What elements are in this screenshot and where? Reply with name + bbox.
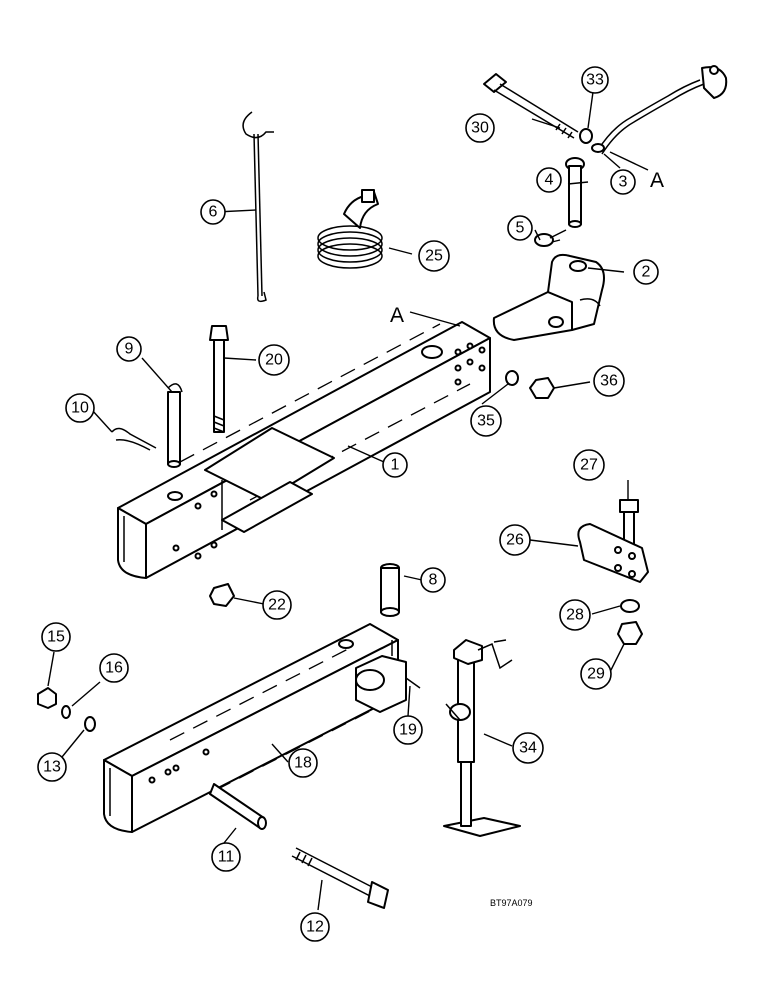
- svg-text:26: 26: [506, 532, 524, 549]
- svg-text:35: 35: [477, 413, 495, 430]
- drawbar-tube: [117, 321, 491, 579]
- hitch-clevis: [492, 253, 605, 341]
- callout: 20: [258, 344, 290, 376]
- pin-9: [167, 383, 183, 468]
- svg-text:33: 33: [586, 72, 604, 89]
- tongue-tube-18: [103, 623, 407, 833]
- callout: 15: [41, 622, 71, 652]
- callout: 18: [288, 748, 318, 778]
- callout: 35: [470, 405, 502, 437]
- callout: 16: [99, 653, 129, 683]
- long-bolt-20: [209, 325, 229, 433]
- safety-chain: [591, 65, 728, 155]
- callout: 3: [610, 169, 636, 195]
- callout: 29: [580, 658, 612, 690]
- svg-text:4: 4: [545, 172, 554, 189]
- svg-text:19: 19: [399, 722, 417, 739]
- svg-text:10: 10: [71, 400, 89, 417]
- callout: 10: [65, 393, 95, 423]
- callout: 25: [418, 240, 450, 272]
- svg-text:12: 12: [306, 919, 324, 936]
- leader-lines: [47, 91, 649, 911]
- jack-stand-30: [443, 639, 521, 837]
- bolt-27: [619, 499, 639, 553]
- callout: 6: [200, 199, 226, 225]
- callout: 11: [211, 842, 241, 872]
- callout: 4: [536, 167, 562, 193]
- svg-text:27: 27: [580, 457, 598, 474]
- svg-text:9: 9: [125, 341, 134, 358]
- hair-pin-10: [111, 427, 157, 451]
- long-pin-6: [242, 111, 274, 303]
- svg-text:11: 11: [218, 849, 235, 866]
- callout: 22: [262, 590, 292, 620]
- reference-letter-chain: A: [650, 169, 664, 192]
- svg-text:20: 20: [265, 352, 283, 369]
- hitch-pin-4: [565, 157, 585, 228]
- nut-15: [37, 687, 57, 709]
- callout: 8: [420, 567, 446, 593]
- pin-19: [405, 677, 421, 689]
- svg-text:16: 16: [105, 660, 123, 677]
- callout: 34: [512, 732, 544, 764]
- callout: 9: [116, 336, 142, 362]
- callout: 13: [37, 752, 67, 782]
- callout: 19: [393, 715, 423, 745]
- svg-text:8: 8: [429, 572, 438, 589]
- svg-text:5: 5: [516, 220, 525, 237]
- bolt-33: [483, 73, 579, 139]
- drawing-code: BT97A079: [490, 898, 533, 908]
- svg-text:29: 29: [587, 666, 605, 683]
- nut-36: [529, 377, 555, 399]
- svg-text:36: 36: [600, 373, 618, 390]
- svg-text:15: 15: [47, 629, 65, 646]
- sleeve-11: [209, 783, 267, 830]
- nut-29: [617, 621, 643, 645]
- svg-text:2: 2: [642, 264, 651, 281]
- callout: 36: [593, 365, 625, 397]
- washer-35: [505, 370, 519, 386]
- callout: 5: [507, 215, 533, 241]
- svg-text:34: 34: [519, 740, 537, 757]
- svg-text:3: 3: [619, 174, 628, 191]
- svg-text:28: 28: [566, 607, 584, 624]
- bushing-8: [380, 563, 400, 617]
- svg-text:1: 1: [391, 457, 400, 474]
- callout: 2: [633, 259, 659, 285]
- callout: 30: [465, 113, 495, 143]
- svg-text:18: 18: [294, 755, 312, 772]
- svg-text:30: 30: [471, 120, 489, 137]
- washer-34: [579, 128, 593, 144]
- callout: 26: [499, 524, 531, 556]
- washer-16: [61, 705, 71, 719]
- coiled-cable-25: [317, 189, 383, 269]
- svg-text:6: 6: [209, 204, 218, 221]
- callout: 12: [300, 912, 330, 942]
- callout: 33: [581, 66, 609, 94]
- bolt-12: [291, 847, 389, 909]
- svg-text:25: 25: [425, 248, 443, 265]
- callout: 27: [573, 449, 605, 481]
- callout: 28: [559, 599, 591, 631]
- bracket-26: [577, 523, 649, 583]
- svg-text:22: 22: [268, 597, 286, 614]
- washer-13: [84, 716, 96, 732]
- lock-pin-5: [534, 229, 567, 247]
- svg-text:13: 13: [43, 759, 61, 776]
- washer-28: [620, 599, 640, 613]
- nut-22: [209, 583, 235, 607]
- callout: 1: [382, 452, 408, 478]
- reference-letter-tube: A: [390, 304, 404, 327]
